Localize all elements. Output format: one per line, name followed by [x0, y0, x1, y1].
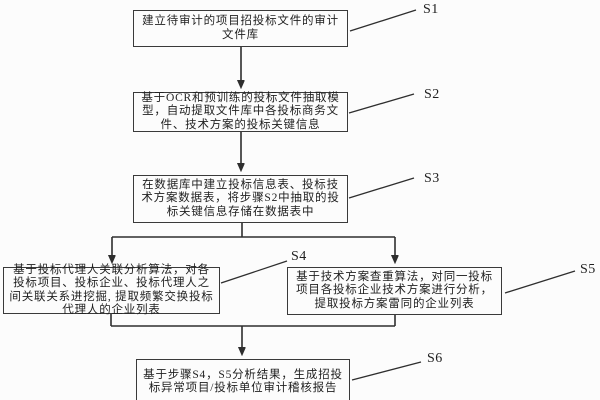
step-s2-box: 基于OCR和预训练的投标文件抽取模型，自动提取文件库中各投标商务文件、技术方案的… [133, 92, 348, 132]
leader-s3 [348, 177, 415, 199]
leader-s5 [504, 270, 576, 294]
step-s1-box: 建立待审计的项目招投标文件的审计文件库 [133, 10, 348, 47]
leader-s6 [351, 361, 422, 381]
step-s5-label: S5 [580, 262, 596, 277]
step-s6-label: S6 [427, 351, 443, 366]
leader-s1 [349, 9, 417, 32]
step-s3-label: S3 [424, 171, 440, 186]
step-s3-box: 在数据库中建立投标信息表、投标技术方案数据表，将步骤S2中抽取的投标关键信息存储… [133, 175, 348, 223]
step-s6-box: 基于步骤S4，S5分析结果，生成招投标异常项目/投标单位审计稽核报告 [136, 359, 350, 400]
leader-s4 [220, 260, 288, 284]
step-s4-label: S4 [291, 249, 307, 264]
step-s2-label: S2 [424, 87, 440, 102]
step-s5-box: 基于技术方案查重算法，对同一投标项目各投标企业技术方案进行分析，提取投标方案雷同… [287, 267, 502, 315]
step-s1-label: S1 [423, 2, 439, 17]
leader-s2 [348, 93, 415, 114]
step-s4-box: 基于投标代理人关联分析算法，对各投标项目、投标企业、投标代理人之间关联关系进挖掘… [3, 264, 220, 316]
